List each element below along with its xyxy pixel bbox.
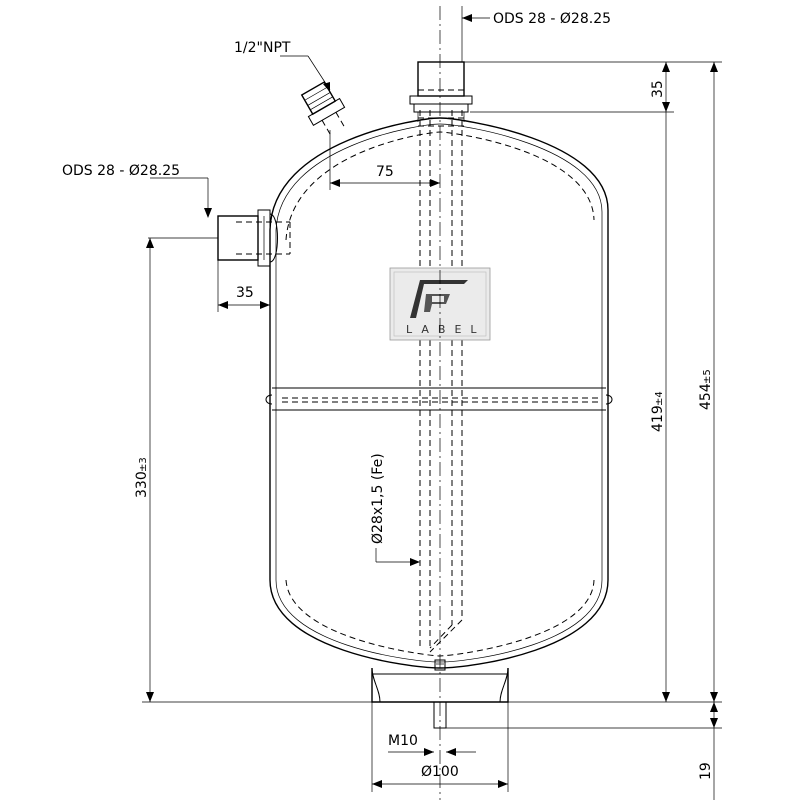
side-inlet-leader <box>148 177 218 239</box>
label-text: LABEL <box>406 323 486 336</box>
dim-100 <box>371 702 509 792</box>
side-inlet-fitting <box>217 209 291 267</box>
dim-m10 <box>388 748 476 756</box>
dim-419-text: 419 <box>650 405 666 432</box>
dim-19-text: 19 <box>698 762 714 780</box>
side-inlet-dim: ODS 28 - Ø28.25 <box>62 163 180 179</box>
npt-dim: 1/2"NPT <box>234 40 291 56</box>
dim-419 <box>508 112 722 703</box>
dim-454-label: 454 ±5 <box>698 369 714 410</box>
seam-band <box>265 387 613 411</box>
top-outlet-dim: ODS 28 - Ø28.25 <box>493 11 611 27</box>
dim-419-tol: ±4 <box>654 391 665 406</box>
top-outlet-leader <box>461 6 490 62</box>
dim-330-label: 330 ±3 <box>134 457 150 498</box>
dim-330 <box>142 238 372 703</box>
dim-75-text: 75 <box>376 164 394 180</box>
dim-75 <box>329 130 440 190</box>
top-outlet-fitting <box>409 61 473 127</box>
dim-100-text: Ø100 <box>421 764 459 780</box>
dim-side-35 <box>217 260 271 312</box>
dim-454-text: 454 <box>698 383 714 410</box>
m10-stud <box>433 659 447 729</box>
vessel-body <box>269 117 609 669</box>
dip-tube <box>419 110 463 653</box>
dip-tube-text: Ø28x1,5 (Fe) <box>370 453 386 544</box>
npt-leader <box>280 55 331 92</box>
npt-port <box>300 81 347 138</box>
dim-330-tol: ±3 <box>138 457 149 472</box>
dim-454-tol: ±5 <box>702 369 713 384</box>
dim-top-35 <box>464 61 722 113</box>
dim-m10-text: M10 <box>388 733 418 749</box>
dim-419-label: 419 ±4 <box>650 391 666 432</box>
dim-454 <box>710 62 718 702</box>
dim-19 <box>446 702 722 800</box>
dim-330-text: 330 <box>134 471 150 498</box>
dim-side-35-text: 35 <box>236 285 254 301</box>
dim-top-35-text: 35 <box>650 80 666 98</box>
dip-tube-leader <box>375 548 420 566</box>
